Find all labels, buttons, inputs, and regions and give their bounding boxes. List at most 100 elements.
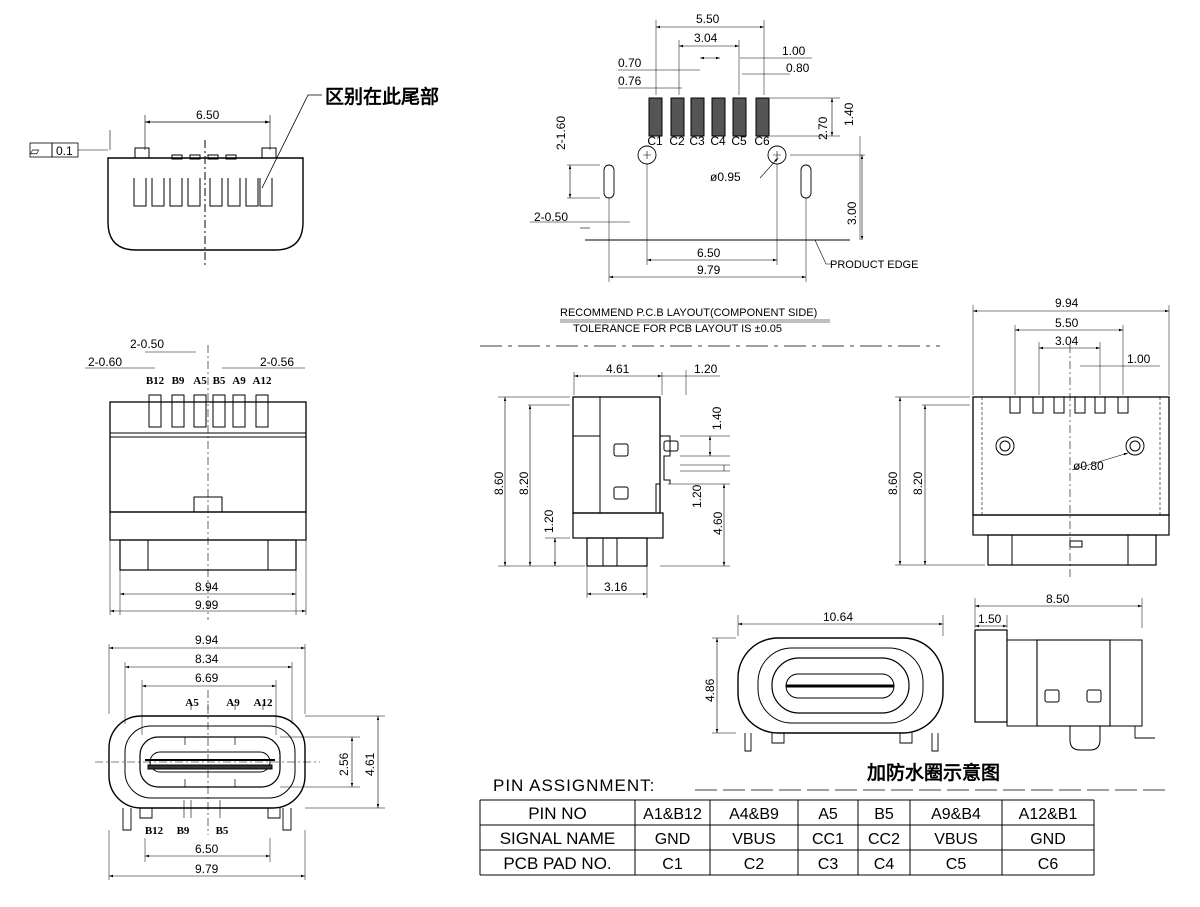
pin-assignment: PIN ASSIGNMENT: PIN NO A1&B12 A4&B9 A5 B5 A9&…: [479, 776, 1095, 876]
rear-hole-right: [1125, 436, 1145, 456]
dim-bottom-650: 6.50: [195, 842, 219, 856]
pcb-slot-left: [603, 164, 615, 199]
dim-080: 0.80: [786, 61, 810, 75]
drawing-text: ▱ 0.1 区别在此尾部 6.50 5.50 3.04 1.00 0.80 0.…: [30, 12, 1151, 876]
table-cell: C2: [744, 856, 765, 873]
dim-bottom-994: 9.94: [195, 633, 219, 647]
dim-front-2-050: 2-0.50: [130, 337, 164, 351]
front-pin-b12: B12: [146, 375, 165, 387]
pcb-pads: [648, 97, 770, 137]
table-row-header: PIN NO: [528, 804, 587, 823]
table-cell: A4&B9: [729, 806, 779, 823]
top-pin-a9: A9: [226, 697, 240, 709]
dim-front-2-060: 2-0.60: [88, 355, 122, 369]
waterproof-front-view: [712, 615, 944, 752]
waterproof-side-view: [974, 598, 1155, 751]
dim-140: 1.40: [842, 102, 856, 126]
table-cell: A5: [818, 806, 838, 823]
dim-side-120: 1.20: [694, 362, 718, 376]
table-cell: C1: [662, 856, 683, 873]
dim-rear-860: 8.60: [886, 471, 900, 495]
table-cell: C4: [874, 856, 895, 873]
front-pin-a9: A9: [232, 375, 246, 387]
waterproof-label: 加防水圈示意图: [866, 761, 1000, 784]
table-cell: A9&B4: [931, 806, 981, 823]
front-pin-b5: B5: [213, 375, 226, 387]
pad-label-c1: C1: [647, 134, 663, 148]
dim-894: 8.94: [195, 580, 219, 594]
dim-hole-span: 6.50: [697, 246, 721, 260]
dim-side-140: 1.40: [710, 406, 724, 430]
rear-pin-tabs: [1009, 396, 1129, 414]
dim-2-160: 2-1.60: [554, 116, 568, 150]
side-view: [498, 370, 730, 598]
dim-wp-850: 8.50: [1046, 592, 1070, 606]
dim-rear-550: 5.50: [1055, 316, 1079, 330]
table-cell: B5: [874, 806, 894, 823]
dim-076: 0.76: [618, 74, 642, 88]
top-pin-a5: A5: [185, 697, 199, 709]
bottom-pin-b12: B12: [145, 825, 164, 837]
table-cell: CC1: [812, 831, 844, 848]
table-cell: A1&B12: [643, 806, 702, 823]
dim-wp-1064: 10.64: [823, 610, 853, 624]
pin-assignment-title: PIN ASSIGNMENT:: [493, 776, 655, 795]
dim-270: 2.70: [816, 116, 830, 140]
dim-pad-span: 5.50: [696, 12, 720, 26]
dim-rear-100: 1.00: [1127, 352, 1151, 366]
table-cell: VBUS: [732, 831, 776, 848]
front-pin-labels: B12 B9 A5 B5 A9 A12: [146, 375, 272, 387]
dim-pad-inner: 3.04: [694, 31, 718, 45]
dim-316: 3.16: [604, 580, 628, 594]
dim-bottom-256: 2.56: [337, 752, 351, 776]
layout-title: RECOMMEND P.C.B LAYOUT(COMPONENT SIDE): [560, 307, 817, 319]
table-cell: C6: [1038, 856, 1059, 873]
dim-bottom-669: 6.69: [195, 671, 219, 685]
flatness-value: 0.1: [56, 144, 73, 158]
pcb-slot-right: [800, 164, 812, 199]
rear-hole-left: [995, 436, 1015, 456]
mating-face-view: [95, 644, 385, 880]
dim-461: 4.61: [606, 362, 630, 376]
pad-label-c5: C5: [731, 134, 747, 148]
table-cell: A12&B1: [1019, 806, 1078, 823]
top-view-slots: [133, 178, 273, 207]
dim-top-650: 6.50: [196, 108, 220, 122]
dim-side-820: 8.20: [517, 471, 531, 495]
dim-side-120b: 1.20: [542, 509, 556, 533]
bottom-pin-b5: B5: [216, 825, 229, 837]
top-pin-a12: A12: [254, 697, 273, 709]
dim-2-050: 2-0.50: [534, 210, 568, 224]
dim-wp-486: 4.86: [703, 678, 717, 702]
pad-label-c2: C2: [669, 134, 685, 148]
top-view-tabs: [134, 147, 277, 160]
table-row-header: PCB PAD NO.: [503, 854, 611, 873]
dim-wp-150: 1.50: [978, 612, 1002, 626]
product-edge-label: PRODUCT EDGE: [830, 259, 918, 271]
dim-side-860: 8.60: [492, 471, 506, 495]
dim-070: 0.70: [618, 56, 642, 70]
table-cell: C3: [818, 856, 839, 873]
table-cell: CC2: [868, 831, 900, 848]
front-pin-b9: B9: [172, 375, 185, 387]
front-pin-a5: A5: [193, 375, 207, 387]
pcb-layout: [480, 20, 940, 347]
dim-front-2-056: 2-0.56: [260, 355, 294, 369]
table-cell: GND: [1030, 831, 1066, 848]
dim-300: 3.00: [845, 201, 859, 225]
dim-rear-820: 8.20: [911, 471, 925, 495]
pad-label-c3: C3: [689, 134, 705, 148]
dim-bottom-834: 8.34: [195, 652, 219, 666]
dim-rear-dia: ø0.80: [1073, 459, 1104, 473]
difference-label: 区别在此尾部: [325, 85, 439, 108]
dim-999: 9.99: [195, 598, 219, 612]
table-cell: C5: [946, 856, 967, 873]
dim-side-460: 4.60: [711, 511, 725, 535]
front-pin-a12: A12: [253, 375, 272, 387]
layout-tolerance: TOLERANCE FOR PCB LAYOUT IS ±0.05: [573, 323, 782, 335]
dim-pitch: 1.00: [782, 44, 806, 58]
flatness-symbol: ▱: [30, 144, 40, 158]
table-cell: VBUS: [934, 831, 978, 848]
